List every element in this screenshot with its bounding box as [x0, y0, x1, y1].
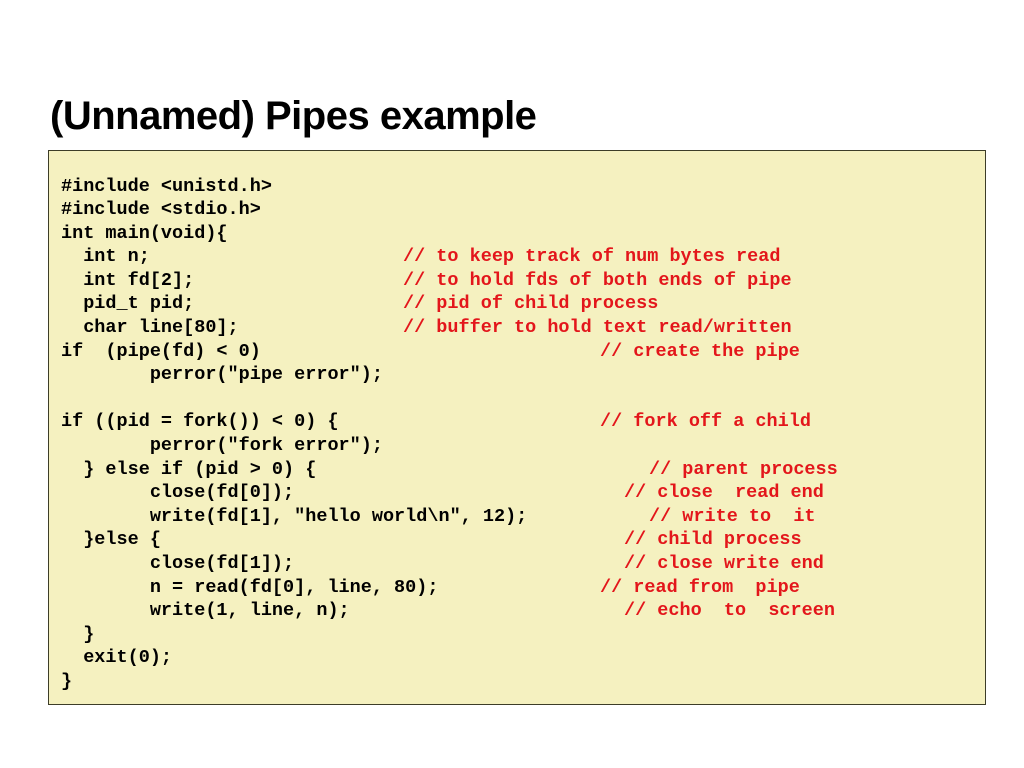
code-text: pid_t pid; [61, 293, 195, 315]
code-comment: // child process [624, 529, 802, 551]
code-line: } [61, 623, 985, 647]
code-line: perror("fork error"); [61, 434, 985, 458]
code-line: if ((pid = fork()) < 0) { // fork off a c… [61, 410, 985, 434]
code-comment: // parent process [649, 458, 838, 480]
code-text: write(fd[1], "hello world\n", 12); [61, 505, 528, 527]
code-line: n = read(fd[0], line, 80); // read from p… [61, 576, 985, 600]
code-line: close(fd[1]); // close write end [61, 552, 985, 576]
code-comment: // fork off a child [600, 411, 811, 433]
code-text: } [61, 623, 95, 645]
code-line: int fd[2]; // to hold fds of both ends of… [61, 269, 985, 293]
code-line: #include <unistd.h> [61, 175, 985, 199]
code-text: #include <unistd.h> [61, 175, 272, 197]
code-line: close(fd[0]); // close read end [61, 481, 985, 505]
code-text: write(1, line, n); [61, 600, 350, 622]
code-line: char line[80]; // buffer to hold text rea… [61, 316, 985, 340]
code-text: if ((pid = fork()) < 0) { [61, 411, 339, 433]
code-text: perror("fork error"); [61, 435, 383, 457]
code-listing: #include <unistd.h>#include <stdio.h>int… [61, 175, 985, 692]
code-comment: // read from pipe [600, 576, 800, 598]
code-line: exit(0); [61, 646, 985, 670]
code-block: #include <unistd.h>#include <stdio.h>int… [48, 150, 986, 705]
code-line: } [61, 670, 985, 694]
code-comment: // buffer to hold text read/written [403, 317, 792, 339]
code-line: write(1, line, n); // echo to screen [61, 599, 985, 623]
code-line: write(fd[1], "hello world\n", 12); // wri… [61, 505, 985, 529]
code-line: pid_t pid; // pid of child process [61, 292, 985, 316]
code-comment: // to keep track of num bytes read [403, 246, 781, 268]
code-text: if (pipe(fd) < 0) [61, 340, 261, 362]
code-text: }else { [61, 529, 161, 551]
code-comment: // close read end [624, 482, 824, 504]
code-line: } else if (pid > 0) { // parent process [61, 458, 985, 482]
code-comment: // pid of child process [403, 293, 659, 315]
code-line: perror("pipe error"); [61, 363, 985, 387]
code-text: int fd[2]; [61, 269, 195, 291]
code-comment: // write to it [649, 505, 816, 527]
code-line: int main(void){ [61, 222, 985, 246]
code-line: if (pipe(fd) < 0) // create the pipe [61, 340, 985, 364]
code-line [61, 387, 985, 411]
code-comment: // close write end [624, 553, 824, 574]
code-text: close(fd[1]); [61, 553, 295, 574]
code-line: int n; // to keep track of num bytes read [61, 245, 985, 269]
code-text: int n; [61, 246, 150, 268]
code-text: perror("pipe error"); [61, 364, 383, 386]
code-text: n = read(fd[0], line, 80); [61, 576, 439, 598]
code-comment: // create the pipe [600, 340, 800, 362]
code-comment: // echo to screen [624, 600, 835, 622]
code-line: #include <stdio.h> [61, 198, 985, 222]
code-text: char line[80]; [61, 317, 239, 339]
code-line: }else { // child process [61, 528, 985, 552]
code-comment: // to hold fds of both ends of pipe [403, 269, 792, 291]
page-title: (Unnamed) Pipes example [50, 93, 537, 138]
code-text: exit(0); [61, 647, 173, 669]
code-text: #include <stdio.h> [61, 199, 261, 221]
code-text: } [61, 670, 73, 692]
code-text: int main(void){ [61, 222, 228, 244]
code-text: } else if (pid > 0) { [61, 458, 317, 480]
code-text: close(fd[0]); [61, 482, 295, 504]
